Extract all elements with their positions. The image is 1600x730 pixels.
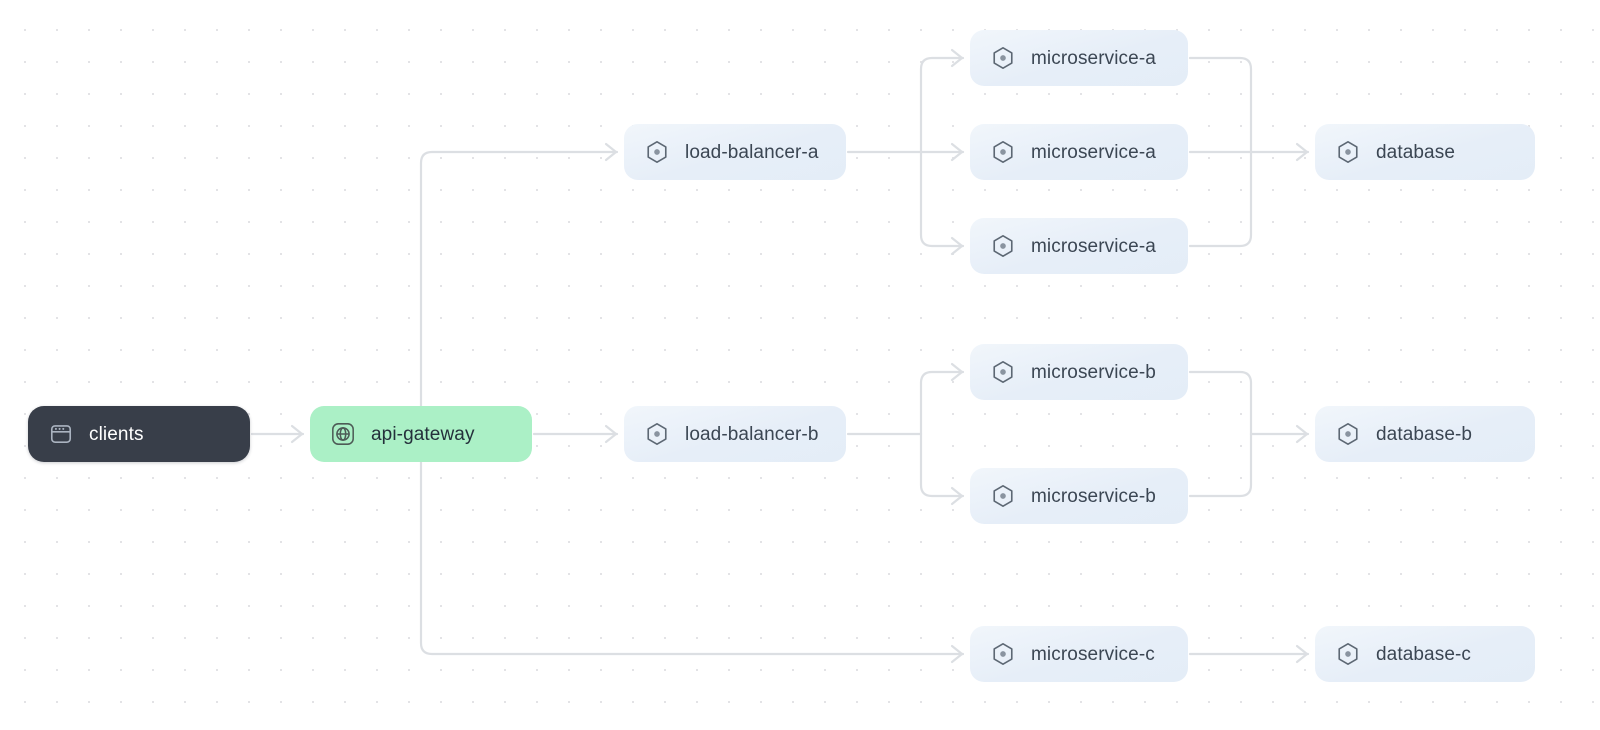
node-database-b[interactable]: database-b (1315, 406, 1535, 462)
edge-microservice-a-1-to-database (1188, 56, 1253, 154)
node-microservice-c[interactable]: microservice-c (970, 626, 1188, 682)
node-label: api-gateway (371, 423, 475, 445)
node-database-c[interactable]: database-c (1315, 626, 1535, 682)
node-label: database-c (1376, 643, 1472, 665)
hexagon-node-icon (1335, 421, 1361, 447)
node-label: clients (89, 423, 144, 445)
node-microservice-a-3[interactable]: microservice-a (970, 218, 1188, 274)
node-microservice-b-2[interactable]: microservice-b (970, 468, 1188, 524)
hexagon-node-icon (644, 421, 670, 447)
edge-microservice-a-3-to-database (1188, 150, 1253, 248)
node-label: database-b (1376, 423, 1473, 445)
hexagon-node-icon (1335, 641, 1361, 667)
node-label: database (1376, 141, 1455, 163)
hexagon-node-icon (1335, 139, 1361, 165)
hexagon-node-icon (990, 641, 1016, 667)
hexagon-node-icon (990, 359, 1016, 385)
edge-arrowhead (1295, 142, 1309, 162)
hexagon-node-icon (990, 45, 1016, 71)
edge-arrowhead (604, 142, 618, 162)
node-load-balancer-b[interactable]: load-balancer-b (624, 406, 846, 462)
edge-arrowhead (604, 424, 618, 444)
edge-arrowhead (950, 362, 964, 382)
edge-load-balancer-a-to-microservice-a-1 (919, 56, 965, 154)
node-database[interactable]: database (1315, 124, 1535, 180)
hexagon-node-icon (990, 483, 1016, 509)
edge-microservice-b-1-to-database-b (1188, 370, 1253, 436)
node-load-balancer-a[interactable]: load-balancer-a (624, 124, 846, 180)
hexagon-node-icon (644, 139, 670, 165)
edge-api-gateway-to-microservice-c (419, 460, 965, 656)
node-label: microservice-c (1031, 643, 1155, 665)
node-label: microservice-a (1031, 141, 1156, 163)
node-clients[interactable]: clients (28, 406, 250, 462)
edge-load-balancer-a-to-microservice-a-3 (919, 150, 965, 248)
edge-arrowhead (1295, 424, 1309, 444)
node-api-gateway[interactable]: api-gateway (310, 406, 532, 462)
hexagon-node-icon (990, 139, 1016, 165)
edge-load-balancer-b-to-microservice-b-2 (919, 432, 965, 498)
edge-arrowhead (1295, 644, 1309, 664)
edge-api-gateway-to-load-balancer-a (419, 150, 619, 408)
edge-arrowhead (950, 236, 964, 256)
edge-arrowhead (950, 142, 964, 162)
node-microservice-a-1[interactable]: microservice-a (970, 30, 1188, 86)
globe-icon (330, 421, 356, 447)
node-label: load-balancer-b (685, 423, 819, 445)
edge-arrowhead (950, 644, 964, 664)
edge-load-balancer-b-to-microservice-b-1 (919, 370, 965, 436)
edge-arrowhead (950, 48, 964, 68)
node-microservice-a-2[interactable]: microservice-a (970, 124, 1188, 180)
hexagon-node-icon (990, 233, 1016, 259)
node-label: microservice-b (1031, 485, 1156, 507)
node-label: microservice-a (1031, 235, 1156, 257)
node-label: microservice-b (1031, 361, 1156, 383)
edge-arrowhead (950, 486, 964, 506)
edge-arrowhead (290, 424, 304, 444)
node-microservice-b-1[interactable]: microservice-b (970, 344, 1188, 400)
browser-window-icon (48, 421, 74, 447)
node-label: load-balancer-a (685, 141, 819, 163)
node-label: microservice-a (1031, 47, 1156, 69)
edge-microservice-b-2-to-database-b (1188, 432, 1253, 498)
